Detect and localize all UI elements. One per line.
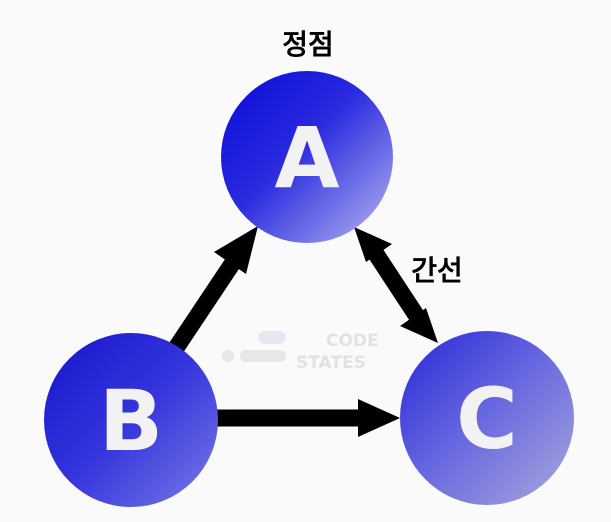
- watermark-dot-icon: [222, 350, 234, 362]
- watermark: CODE STATES: [222, 331, 379, 373]
- watermark-line1: CODE: [326, 331, 379, 351]
- node-circle: [400, 331, 574, 505]
- watermark-bar-icon: [240, 350, 286, 362]
- edge-line: [164, 253, 244, 359]
- arrowhead-icon: [214, 226, 258, 274]
- watermark-pill-icon: [258, 331, 286, 344]
- node-c: C: [400, 331, 574, 505]
- edge-line: [368, 249, 426, 323]
- watermark-line2: STATES: [296, 353, 366, 373]
- edge-label: 간선: [411, 254, 463, 287]
- node-label-b: B: [99, 372, 163, 470]
- node-a: A: [221, 71, 393, 243]
- vertex-label: 정점: [282, 28, 334, 61]
- node-label-a: A: [274, 109, 339, 207]
- edge-b-to-a: [164, 226, 258, 359]
- edge-b-to-c: [214, 399, 400, 437]
- edges: [164, 226, 438, 437]
- node-label-c: C: [456, 370, 518, 468]
- arrowhead-icon: [400, 308, 438, 343]
- node-b: B: [44, 333, 218, 507]
- edge-a-c: [354, 227, 438, 343]
- node-circle: [44, 333, 218, 507]
- arrowhead-icon: [358, 399, 400, 437]
- node-circle: [221, 71, 393, 243]
- arrowhead-icon: [354, 227, 392, 262]
